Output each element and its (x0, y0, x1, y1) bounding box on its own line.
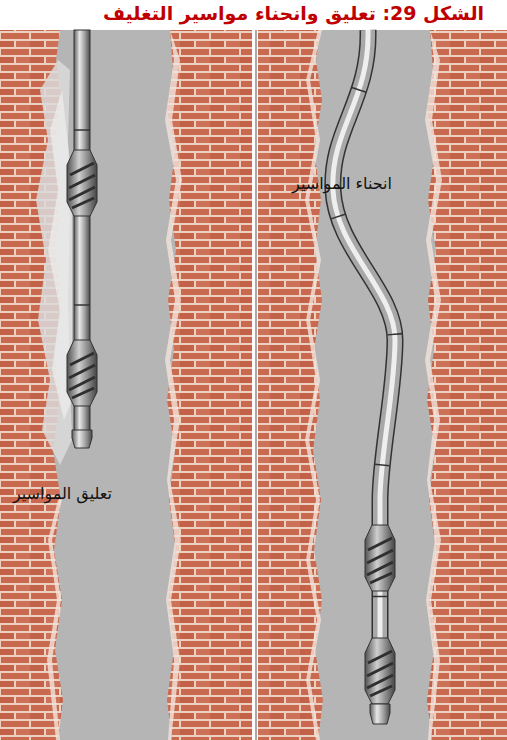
borehole (313, 30, 436, 740)
panel-divider (256, 30, 257, 740)
guide-shoe (370, 704, 390, 724)
callout-label: انحناء المواسير (292, 174, 392, 193)
wall-edge (165, 30, 182, 740)
guide-shoe (72, 430, 92, 448)
casing-pipe (333, 30, 395, 705)
brick-wall (258, 30, 507, 740)
callout-label: تعليق المواسير (13, 484, 112, 503)
centralizer (365, 638, 395, 704)
wall-edge (47, 500, 62, 740)
wall-edge (305, 30, 322, 740)
centralizer-blade (367, 538, 393, 583)
brick-wall (0, 30, 252, 740)
wall-edge (425, 30, 442, 740)
centralizer (67, 150, 97, 216)
pipe-joint (333, 30, 395, 705)
centralizer-blade (69, 353, 95, 398)
casing-pipe (333, 30, 395, 705)
centralizer-blade (69, 163, 95, 208)
pipe-joint (74, 129, 90, 131)
centralizer (67, 340, 97, 406)
centralizer (365, 525, 395, 591)
pipe-highlight (333, 30, 395, 705)
washout-zone (36, 60, 72, 465)
pipe-joint (74, 304, 90, 306)
centralizer-blade (367, 651, 393, 696)
figure-title: الشكل 29: تعليق وانحناء مواسير التغليف (40, 2, 507, 24)
borehole (53, 30, 176, 740)
